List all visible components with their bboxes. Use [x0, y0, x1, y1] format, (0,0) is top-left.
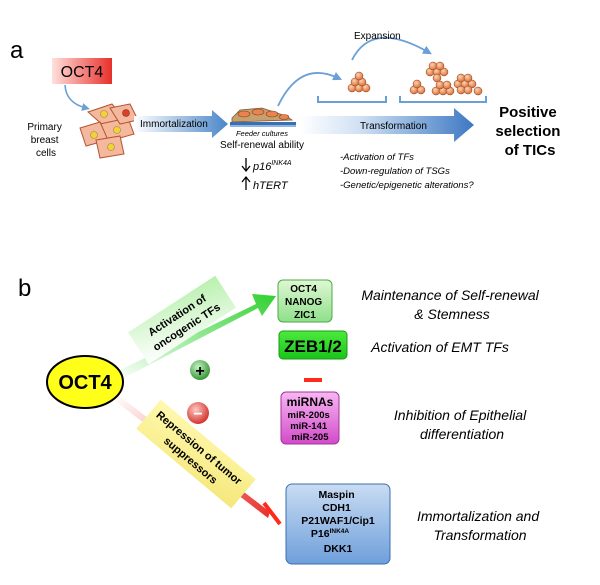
- feeder-cultures-label: Feeder cultures: [236, 129, 288, 138]
- panel-b: b Activation of oncogenic TFs Repression…: [18, 275, 543, 565]
- oct4-ellipse-label: OCT4: [58, 372, 112, 394]
- inhibition-description: Inhibition of Epithelial differentiation: [394, 407, 530, 442]
- oct4-box-label: OCT4: [61, 64, 104, 81]
- maintenance-description: Maintenance of Self-renewal & Stemness: [361, 287, 542, 322]
- positive-selection-label: Positive selection of TICs: [495, 104, 564, 159]
- transformation-label: Transformation: [360, 121, 427, 132]
- mirna-box: miRNAs miR-200s miR-141 miR-205: [280, 391, 340, 445]
- p16-down-marker: p16INK4A: [241, 158, 292, 173]
- zeb-box: ZEB1/2: [278, 330, 348, 360]
- mirna-list: miR-200s miR-141 miR-205: [288, 410, 333, 443]
- emt-description: Activation of EMT TFs: [370, 339, 509, 355]
- down-arrow-icon: [241, 158, 251, 173]
- transformation-arrow: Transformation: [300, 108, 474, 142]
- oct4-to-cells-arrow: [64, 84, 90, 111]
- tumor-suppressor-list: Maspin CDH1 P21WAF1/Cip1: [301, 489, 375, 527]
- minus-icon: −: [187, 402, 209, 424]
- htert-up-marker: hTERT: [241, 175, 289, 192]
- stem-tf-box: OCT4 NANOG ZIC1: [277, 279, 333, 323]
- p16-label: p16: [252, 161, 272, 173]
- dkk-label: DKK1: [324, 543, 353, 555]
- culture-dish-small: [317, 71, 387, 103]
- stem-tf-list: OCT4 NANOG ZIC1: [285, 284, 325, 321]
- zeb-inhibits-mirna: [304, 361, 322, 382]
- expansion-label: Expansion: [354, 31, 401, 42]
- primary-cells-cluster: [79, 103, 139, 159]
- tumor-suppressor-box: Maspin CDH1 P21WAF1/Cip1 P16INK4A DKK1: [285, 483, 391, 565]
- svg-text:p16INK4A: p16INK4A: [252, 160, 292, 173]
- oct4-ellipse: OCT4: [46, 355, 124, 409]
- zeb-label: ZEB1/2: [284, 337, 342, 356]
- immortalization-description: Immortalization and Transformation: [417, 508, 543, 543]
- htert-label: hTERT: [253, 180, 289, 192]
- self-renewal-label: Self-renewal ability: [220, 140, 304, 151]
- p16-superscript: INK4A: [271, 160, 292, 167]
- transformation-notes: -Activation of TFs -Down-regulation of T…: [340, 152, 474, 191]
- svg-text:+: +: [195, 363, 204, 380]
- mirna-title: miRNAs: [287, 395, 334, 409]
- expansion-curve-arrow: [351, 37, 432, 61]
- feeder-culture: [230, 107, 296, 127]
- culture-dish-large: [399, 61, 487, 103]
- svg-text:−: −: [193, 406, 202, 423]
- p16-suppressor: P16INK4A: [311, 528, 349, 540]
- primary-cells-label: Primary breast cells: [27, 122, 64, 159]
- activation-label-box: Activation of oncogenic TFs: [128, 275, 236, 365]
- oct4-factor-box: OCT4: [52, 58, 112, 84]
- oct4-box-bg: [52, 58, 112, 84]
- panel-b-label: b: [18, 275, 31, 302]
- up-arrow-icon: [241, 175, 251, 190]
- immortalization-arrow: Immortalization: [134, 110, 228, 138]
- panel-a-label: a: [10, 37, 24, 64]
- plus-icon: +: [190, 360, 210, 380]
- panel-a: a OCT4 Primary breast cells: [10, 31, 564, 192]
- immortalization-label: Immortalization: [140, 119, 208, 130]
- self-renewal-curve-arrow: [277, 72, 343, 107]
